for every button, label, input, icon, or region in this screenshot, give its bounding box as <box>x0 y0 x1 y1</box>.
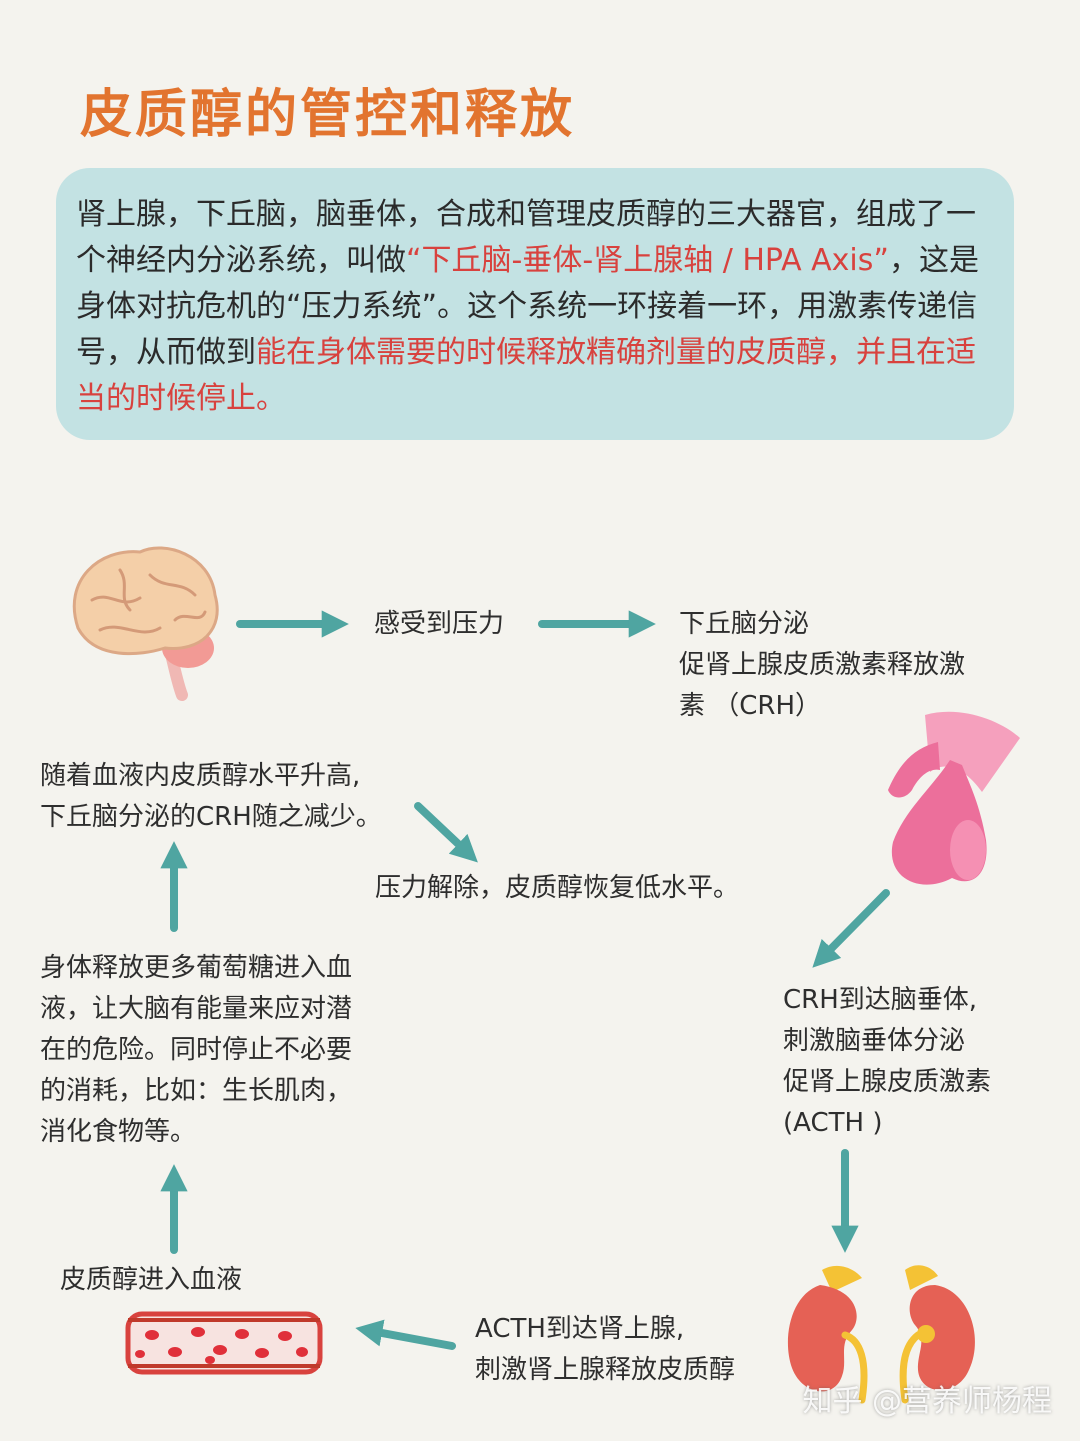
intro-text-1: 肾上腺，下丘脑，脑垂体，合成和管理皮质醇的三大器官，组成了一个神经内分泌系统，叫… <box>76 197 976 278</box>
node-relief: 压力解除，皮质醇恢复低水平。 <box>375 873 740 903</box>
node-glucose: 身体释放更多葡萄糖进入血 液，让大脑有能量来应对潜 在的危险。同时停止不必要 的… <box>40 953 353 1147</box>
arrow-feedback-to-relief <box>414 802 478 863</box>
intro-highlight-dose: 能在身体需要的时候释放精确剂量的皮质醇，并且在适当的时候停止。 <box>76 335 976 416</box>
node-stress: 感受到压力 <box>374 609 505 639</box>
node-blood: 皮质醇进入血液 <box>60 1265 243 1295</box>
node-crh: 下丘脑分泌 促肾上腺皮质激素释放激 素 （CRH） <box>679 609 966 721</box>
node-adrenal: ACTH到达肾上腺, 刺激肾上腺释放皮质醇 <box>475 1314 736 1385</box>
arrow-pituitary-to-acth <box>812 889 890 968</box>
kidneys-icon <box>787 1265 976 1404</box>
intro-box: 肾上腺，下丘脑，脑垂体，合成和管理皮质醇的三大器官，组成了一个神经内分泌系统，叫… <box>56 168 1014 440</box>
arrow-adrenal-to-vessel <box>355 1319 456 1350</box>
node-feedback: 随着血液内皮质醇水平升高, 下丘脑分泌的CRH随之减少。 <box>40 761 382 832</box>
watermark: 知乎 @营养师杨程 <box>802 1384 1052 1419</box>
node-acth: CRH到达脑垂体, 刺激脑垂体分泌 促肾上腺皮质激素 (ACTH ) <box>783 985 992 1138</box>
page-title: 皮质醇的管控和释放 <box>80 85 576 145</box>
intro-text-2: ，这是身体对抗危机的“压力系统”。这个系统一环接着一环，用激素传递信号，从而做到 <box>76 243 979 370</box>
blood-vessel-icon <box>125 1311 323 1375</box>
intro-highlight-hpa: “下丘脑-垂体-肾上腺轴 / HPA Axis” <box>406 243 889 278</box>
brain-icon <box>72 546 219 701</box>
pituitary-icon <box>888 711 1020 885</box>
